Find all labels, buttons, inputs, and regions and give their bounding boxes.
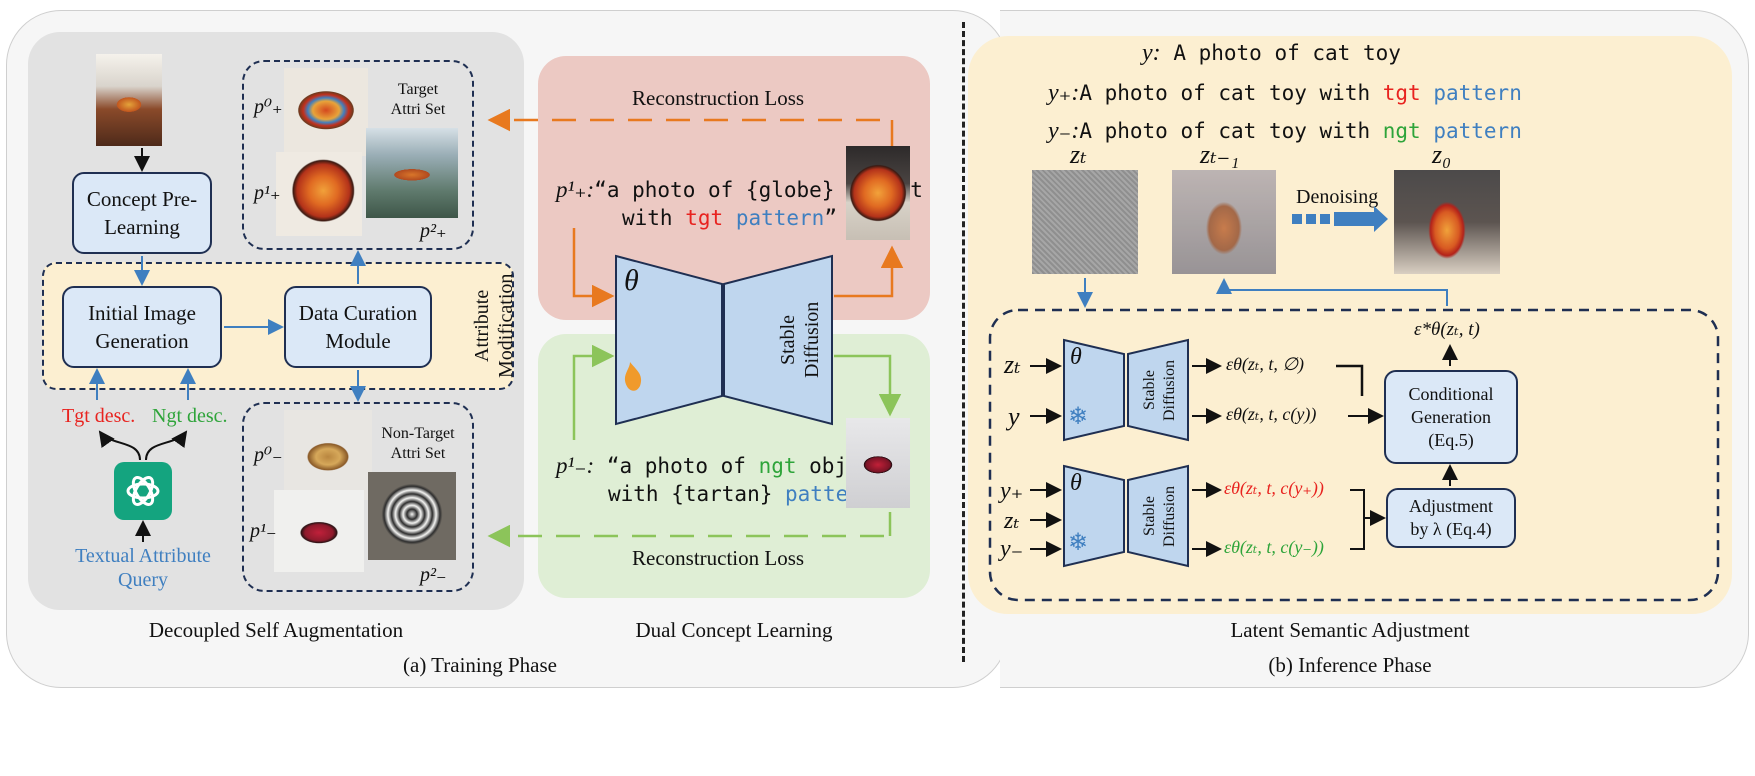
bowl-input-photo [96, 54, 162, 146]
globe-photo [846, 146, 910, 240]
lsa-theta-top: θ [1070, 344, 1082, 370]
data-curation-module-box: Data Curation Module [284, 286, 432, 368]
p-minus-1: p¹₋ [250, 520, 277, 542]
eps-star-output: ε*θ(zₜ, t) [1414, 319, 1480, 340]
eps-cond-y-plus: εθ(zₜ, t, c(y₊)) [1224, 478, 1324, 498]
eps-cond-y: εθ(zₜ, t, c(y)) [1226, 404, 1317, 424]
y-minus-lhs: y₋: [1048, 118, 1080, 144]
concept-pre-learning-box: Concept Pre- Learning [72, 172, 212, 254]
non-target-attri-set-box [242, 402, 474, 592]
p-plus-2: p²₊ [420, 220, 447, 242]
ngt-desc-label: Ngt desc. [152, 405, 228, 427]
p-minus-0: p⁰₋ [254, 444, 283, 466]
non-target-photo-0 [284, 410, 372, 500]
target-attri-set-label: Target Attri Set [390, 81, 446, 118]
prompt-minus-lhs: p¹₋: [556, 453, 595, 478]
lsa-input-zt-bottom: zₜ [1004, 508, 1020, 534]
p-plus-0: p⁰₊ [254, 96, 283, 118]
target-attri-set-box [242, 60, 474, 250]
eps-uncond: εθ(zₜ, t, ∅) [1226, 354, 1305, 374]
snowflake-icon-top: ❄ [1068, 404, 1089, 430]
lsa-input-y-minus: y₋ [1000, 536, 1024, 562]
denoised-cat [1394, 170, 1500, 274]
z-t-label: zₜ [1070, 140, 1087, 169]
y-minus-ngt: ngt [1382, 119, 1421, 143]
tgt-desc-label: Tgt desc. [62, 405, 136, 427]
target-photo-0 [284, 68, 368, 156]
p-minus-2: p²₋ [420, 564, 447, 586]
lsa-input-y-plus: y₊ [1000, 478, 1024, 504]
y-minus-pattern: pattern [1433, 119, 1522, 143]
conditional-generation-box: Conditional Generation (Eq.5) [1384, 370, 1518, 464]
reconstruction-loss-top: Reconstruction Loss [632, 86, 805, 110]
noise-image [1032, 170, 1138, 274]
non-target-attri-set-label: Non-Target Attri Set [381, 425, 455, 462]
y-plus-text: A photo of cat toy with [1079, 81, 1383, 105]
non-target-photo-1 [274, 490, 364, 572]
snowflake-icon-bottom: ❄ [1068, 530, 1089, 556]
y-line: y: A photo of cat toy [1142, 40, 1401, 67]
training-phase-caption: (a) Training Phase [403, 653, 557, 677]
lsa-input-zt-top: zₜ [1004, 350, 1021, 379]
chatgpt-logo-icon [114, 462, 172, 520]
target-photo-1 [276, 152, 362, 236]
dcl-theta: θ [624, 264, 639, 297]
denoising-label: Denoising [1296, 186, 1379, 208]
y-plus-pattern: pattern [1433, 81, 1522, 105]
y-minus-text: A photo of cat toy with [1079, 119, 1383, 143]
non-target-photo-2 [368, 472, 456, 560]
prompt-plus-lhs: p¹₊: [556, 177, 595, 202]
y-plus-tgt: tgt [1382, 81, 1421, 105]
y-text: A photo of cat toy [1173, 41, 1401, 65]
z-0-label: z₀ [1432, 140, 1452, 169]
initial-image-generation-box: Initial Image Generation [62, 286, 222, 368]
target-photo-2 [366, 128, 458, 218]
dcl-caption: Dual Concept Learning [635, 618, 833, 642]
dsa-caption: Decoupled Self Augmentation [148, 618, 404, 642]
lsa-theta-bottom: θ [1070, 470, 1082, 496]
lsa-sd-label-bottom: Stable Diffusion [1141, 485, 1178, 547]
prompt-plus-close: ” [824, 206, 837, 230]
lsa-input-y: y [1008, 402, 1020, 431]
reconstruction-loss-bottom: Reconstruction Loss [632, 546, 805, 570]
y-minus-line: y₋:A photo of cat toy with ngt pattern [1048, 116, 1522, 145]
textual-attribute-query-label: Textual Attribute Query [75, 545, 211, 591]
inference-phase-caption: (b) Inference Phase [1268, 653, 1432, 677]
y-plus-lhs: y₊: [1048, 80, 1080, 106]
adjustment-box: Adjustment by λ (Eq.4) [1386, 488, 1516, 548]
prompt-minus-with: with {tartan} [608, 482, 786, 506]
z-t-minus-1-label: zₜ₋₁ [1200, 140, 1240, 169]
lsa-caption: Latent Semantic Adjustment [1230, 618, 1470, 642]
prompt-plus-with: with [622, 206, 686, 230]
prompt-minus-ngt: ngt [758, 454, 797, 478]
tartan-photo [846, 418, 910, 508]
partially-denoised-cat [1172, 170, 1276, 274]
prompt-plus-tgt: tgt [685, 206, 724, 230]
prompt-minus-text-a: “a photo of [606, 454, 759, 478]
lsa-sd-label-top: Stable Diffusion [1141, 359, 1178, 421]
y-lhs: y: [1142, 40, 1161, 66]
phase-divider [962, 22, 965, 662]
eps-cond-y-minus: εθ(zₜ, t, c(y₋)) [1224, 537, 1324, 557]
p-plus-1: p¹₊ [254, 182, 281, 204]
prompt-plus-pattern: pattern [735, 206, 825, 230]
y-plus-line: y₊:A photo of cat toy with tgt pattern [1048, 78, 1522, 107]
